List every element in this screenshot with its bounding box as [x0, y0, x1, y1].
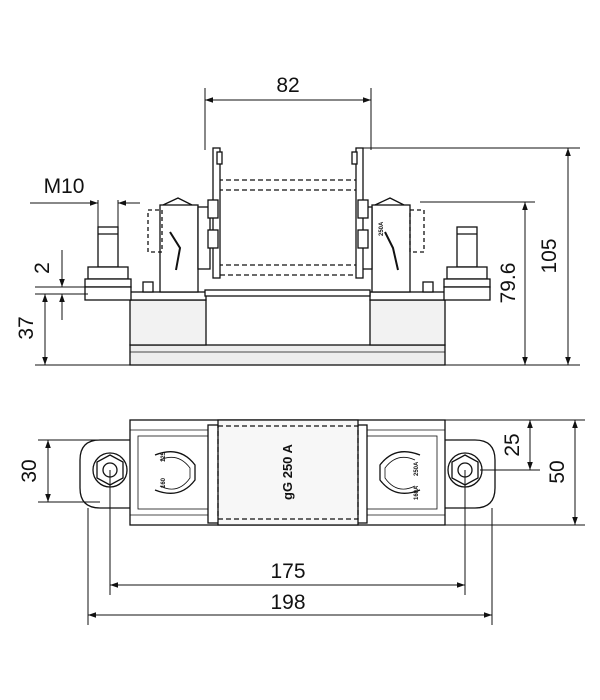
dim-2: 2: [31, 262, 54, 274]
left-bolt: [97, 226, 119, 268]
dim-198: 198: [270, 591, 305, 614]
base-plate: [129, 344, 446, 366]
contact-mark-right-2: 160A: [414, 485, 420, 500]
contact-mark-left-1: 160: [161, 477, 167, 488]
fuse-plan-label: gG 250 A: [280, 443, 295, 499]
dim-82: 82: [276, 74, 299, 97]
left-ear: [79, 439, 130, 509]
dim-30: 30: [18, 459, 41, 482]
fuse-top-label: 250A: [379, 221, 385, 236]
contact-mark-left-2: 125: [161, 451, 167, 462]
front-view: [84, 147, 491, 366]
dim-37: 37: [15, 316, 38, 339]
fuse-body-front: [217, 179, 359, 276]
dim-m10: M10: [44, 175, 85, 198]
plan-view: [79, 419, 496, 526]
right-ear: [445, 439, 496, 509]
fuse-body-plan: [217, 419, 359, 526]
right-insulator: [369, 299, 446, 346]
dim-105: 105: [538, 238, 561, 273]
contact-mark-right-1: 250A: [414, 461, 420, 476]
right-bolt: [456, 226, 478, 268]
dim-25: 25: [501, 433, 524, 456]
dim-79.6: 79.6: [497, 263, 520, 304]
left-insulator: [129, 299, 207, 346]
dim-175: 175: [270, 560, 305, 583]
dim-50: 50: [546, 460, 569, 483]
